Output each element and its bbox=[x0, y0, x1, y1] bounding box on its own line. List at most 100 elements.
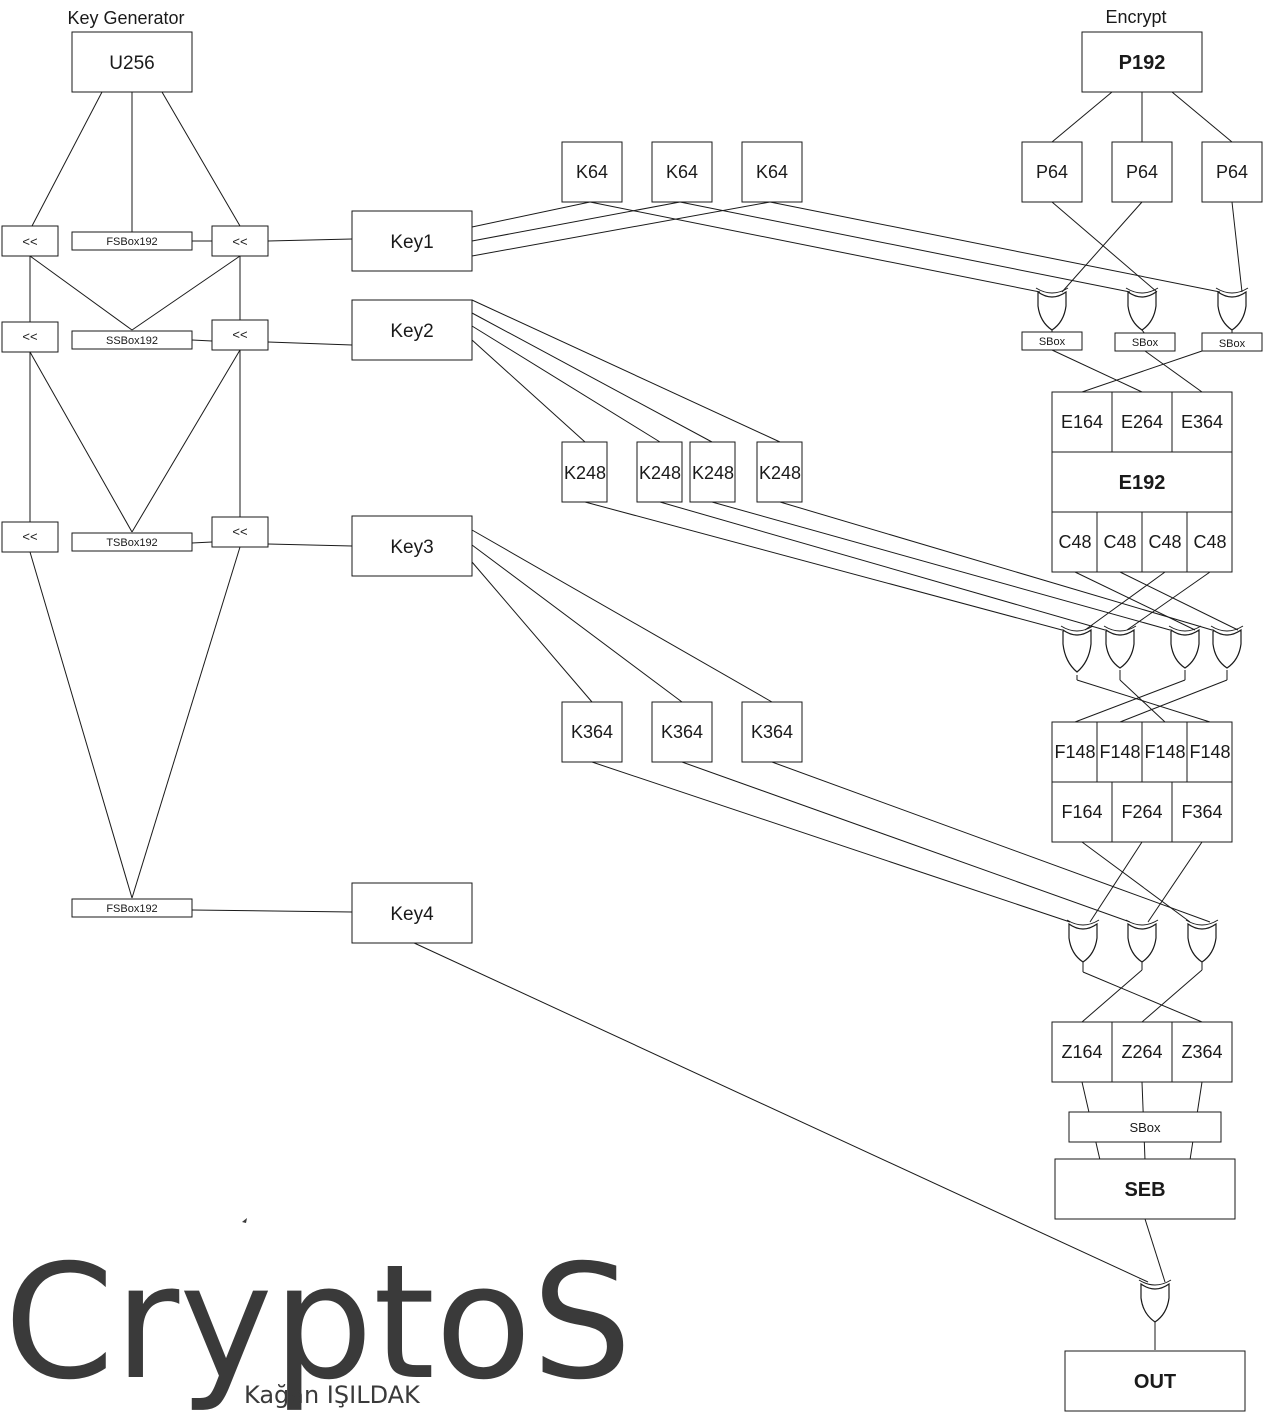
f-block: F148 F148 F148 F148 F164 F264 F364 bbox=[1051, 721, 1233, 843]
svg-text:K248: K248 bbox=[692, 463, 734, 483]
svg-text:SBox: SBox bbox=[1129, 1120, 1161, 1135]
shift-box: << bbox=[211, 225, 269, 257]
f148-label: F148 bbox=[1054, 742, 1095, 762]
k248-box: K248 bbox=[561, 441, 608, 503]
xor-gate bbox=[1185, 919, 1219, 963]
k364-box: K364 bbox=[741, 701, 803, 763]
svg-text:Key4: Key4 bbox=[390, 904, 434, 925]
fsbox-box: FSBox192 bbox=[71, 231, 193, 251]
f164-label: F164 bbox=[1061, 802, 1102, 822]
svg-text:P64: P64 bbox=[1036, 162, 1068, 182]
svg-text:FSBox192: FSBox192 bbox=[106, 236, 157, 248]
svg-text:K364: K364 bbox=[571, 722, 613, 742]
p64-box: P64 bbox=[1111, 141, 1173, 203]
svg-text:P64: P64 bbox=[1126, 162, 1158, 182]
svg-text:K364: K364 bbox=[661, 722, 703, 742]
c48-label: C48 bbox=[1148, 532, 1181, 552]
u256-label: U256 bbox=[109, 53, 154, 74]
encrypt-header: Encrypt bbox=[1105, 7, 1166, 27]
key4-box: Key4 bbox=[351, 882, 473, 944]
svg-text:<<: << bbox=[232, 327, 247, 342]
svg-text:K248: K248 bbox=[639, 463, 681, 483]
p192-box: P192 bbox=[1081, 31, 1203, 93]
z164-label: Z164 bbox=[1061, 1042, 1102, 1062]
c48-label: C48 bbox=[1058, 532, 1091, 552]
k364-box: K364 bbox=[651, 701, 713, 763]
svg-text:SBox: SBox bbox=[1132, 337, 1159, 349]
svg-text:K64: K64 bbox=[756, 162, 788, 182]
xor-gate bbox=[1060, 625, 1094, 673]
c48-label: C48 bbox=[1103, 532, 1136, 552]
out-box: OUT bbox=[1064, 1350, 1246, 1412]
c48-label: C48 bbox=[1193, 532, 1226, 552]
svg-text:P64: P64 bbox=[1216, 162, 1248, 182]
e164-label: E164 bbox=[1061, 412, 1103, 432]
e-block: E164 E264 E364 E192 C48 C48 C48 C48 bbox=[1051, 391, 1233, 573]
svg-text:FSBox192: FSBox192 bbox=[106, 903, 157, 915]
svg-text:SEB: SEB bbox=[1124, 1179, 1165, 1201]
cursor-mark bbox=[242, 1218, 247, 1223]
f148-label: F148 bbox=[1099, 742, 1140, 762]
svg-text:K64: K64 bbox=[666, 162, 698, 182]
svg-text:<<: << bbox=[232, 524, 247, 539]
f148-label: F148 bbox=[1189, 742, 1230, 762]
f264-label: F264 bbox=[1121, 802, 1162, 822]
xor-gates bbox=[1035, 287, 1249, 1323]
svg-text:K64: K64 bbox=[576, 162, 608, 182]
svg-text:<<: << bbox=[232, 234, 247, 249]
sbox-small: SBox bbox=[1201, 332, 1263, 352]
k248-box: K248 bbox=[689, 441, 736, 503]
k64-box: K64 bbox=[651, 141, 713, 203]
e192-label: E192 bbox=[1119, 472, 1166, 494]
sbox-small: SBox bbox=[1114, 332, 1176, 352]
shift-box: << bbox=[211, 516, 269, 548]
xor-gate bbox=[1103, 625, 1137, 669]
p64-box: P64 bbox=[1201, 141, 1263, 203]
z-block: Z164 Z264 Z364 bbox=[1051, 1021, 1233, 1083]
key3-box: Key3 bbox=[351, 515, 473, 577]
tsbox-box: TSBox192 bbox=[71, 532, 193, 552]
k248-box: K248 bbox=[636, 441, 683, 503]
xor-gate bbox=[1215, 287, 1249, 331]
svg-text:Key1: Key1 bbox=[390, 232, 433, 253]
key1-box: Key1 bbox=[351, 210, 473, 272]
svg-text:Key3: Key3 bbox=[390, 537, 433, 558]
shift-box: << bbox=[1, 225, 59, 257]
svg-text:TSBox192: TSBox192 bbox=[106, 537, 157, 549]
k248-box: K248 bbox=[756, 441, 803, 503]
z364-label: Z364 bbox=[1181, 1042, 1222, 1062]
xor-gate-final bbox=[1138, 1279, 1172, 1323]
xor-gate bbox=[1125, 287, 1159, 331]
shift-box: << bbox=[1, 321, 59, 353]
e264-label: E264 bbox=[1121, 412, 1163, 432]
u256-box: U256 bbox=[71, 31, 193, 93]
f148-label: F148 bbox=[1144, 742, 1185, 762]
svg-text:SBox: SBox bbox=[1039, 336, 1066, 348]
seb-box: SEB bbox=[1054, 1158, 1236, 1220]
f364-label: F364 bbox=[1181, 802, 1222, 822]
key-generator-header: Key Generator bbox=[67, 8, 184, 28]
key2-box: Key2 bbox=[351, 299, 473, 361]
k64-box: K64 bbox=[561, 141, 623, 203]
svg-text:K248: K248 bbox=[564, 463, 606, 483]
svg-text:K364: K364 bbox=[751, 722, 793, 742]
brand-title: CryptoS bbox=[4, 1231, 632, 1412]
svg-text:<<: << bbox=[22, 329, 37, 344]
svg-text:<<: << bbox=[22, 529, 37, 544]
z264-label: Z264 bbox=[1121, 1042, 1162, 1062]
shift-box: << bbox=[1, 521, 59, 553]
fsbox-box-2: FSBox192 bbox=[71, 898, 193, 918]
shift-box: << bbox=[211, 319, 269, 351]
svg-text:SSBox192: SSBox192 bbox=[106, 335, 158, 347]
final-sbox-box: SBox bbox=[1068, 1111, 1222, 1143]
svg-text:Key2: Key2 bbox=[390, 321, 433, 342]
xor-gate bbox=[1168, 625, 1202, 669]
sbox-small: SBox bbox=[1021, 331, 1083, 351]
brand-author: Kağan IŞILDAK bbox=[244, 1381, 421, 1409]
xor-gate bbox=[1035, 287, 1069, 331]
svg-text:<<: << bbox=[22, 234, 37, 249]
svg-text:OUT: OUT bbox=[1134, 1371, 1176, 1393]
p64-box: P64 bbox=[1021, 141, 1083, 203]
e364-label: E364 bbox=[1181, 412, 1223, 432]
